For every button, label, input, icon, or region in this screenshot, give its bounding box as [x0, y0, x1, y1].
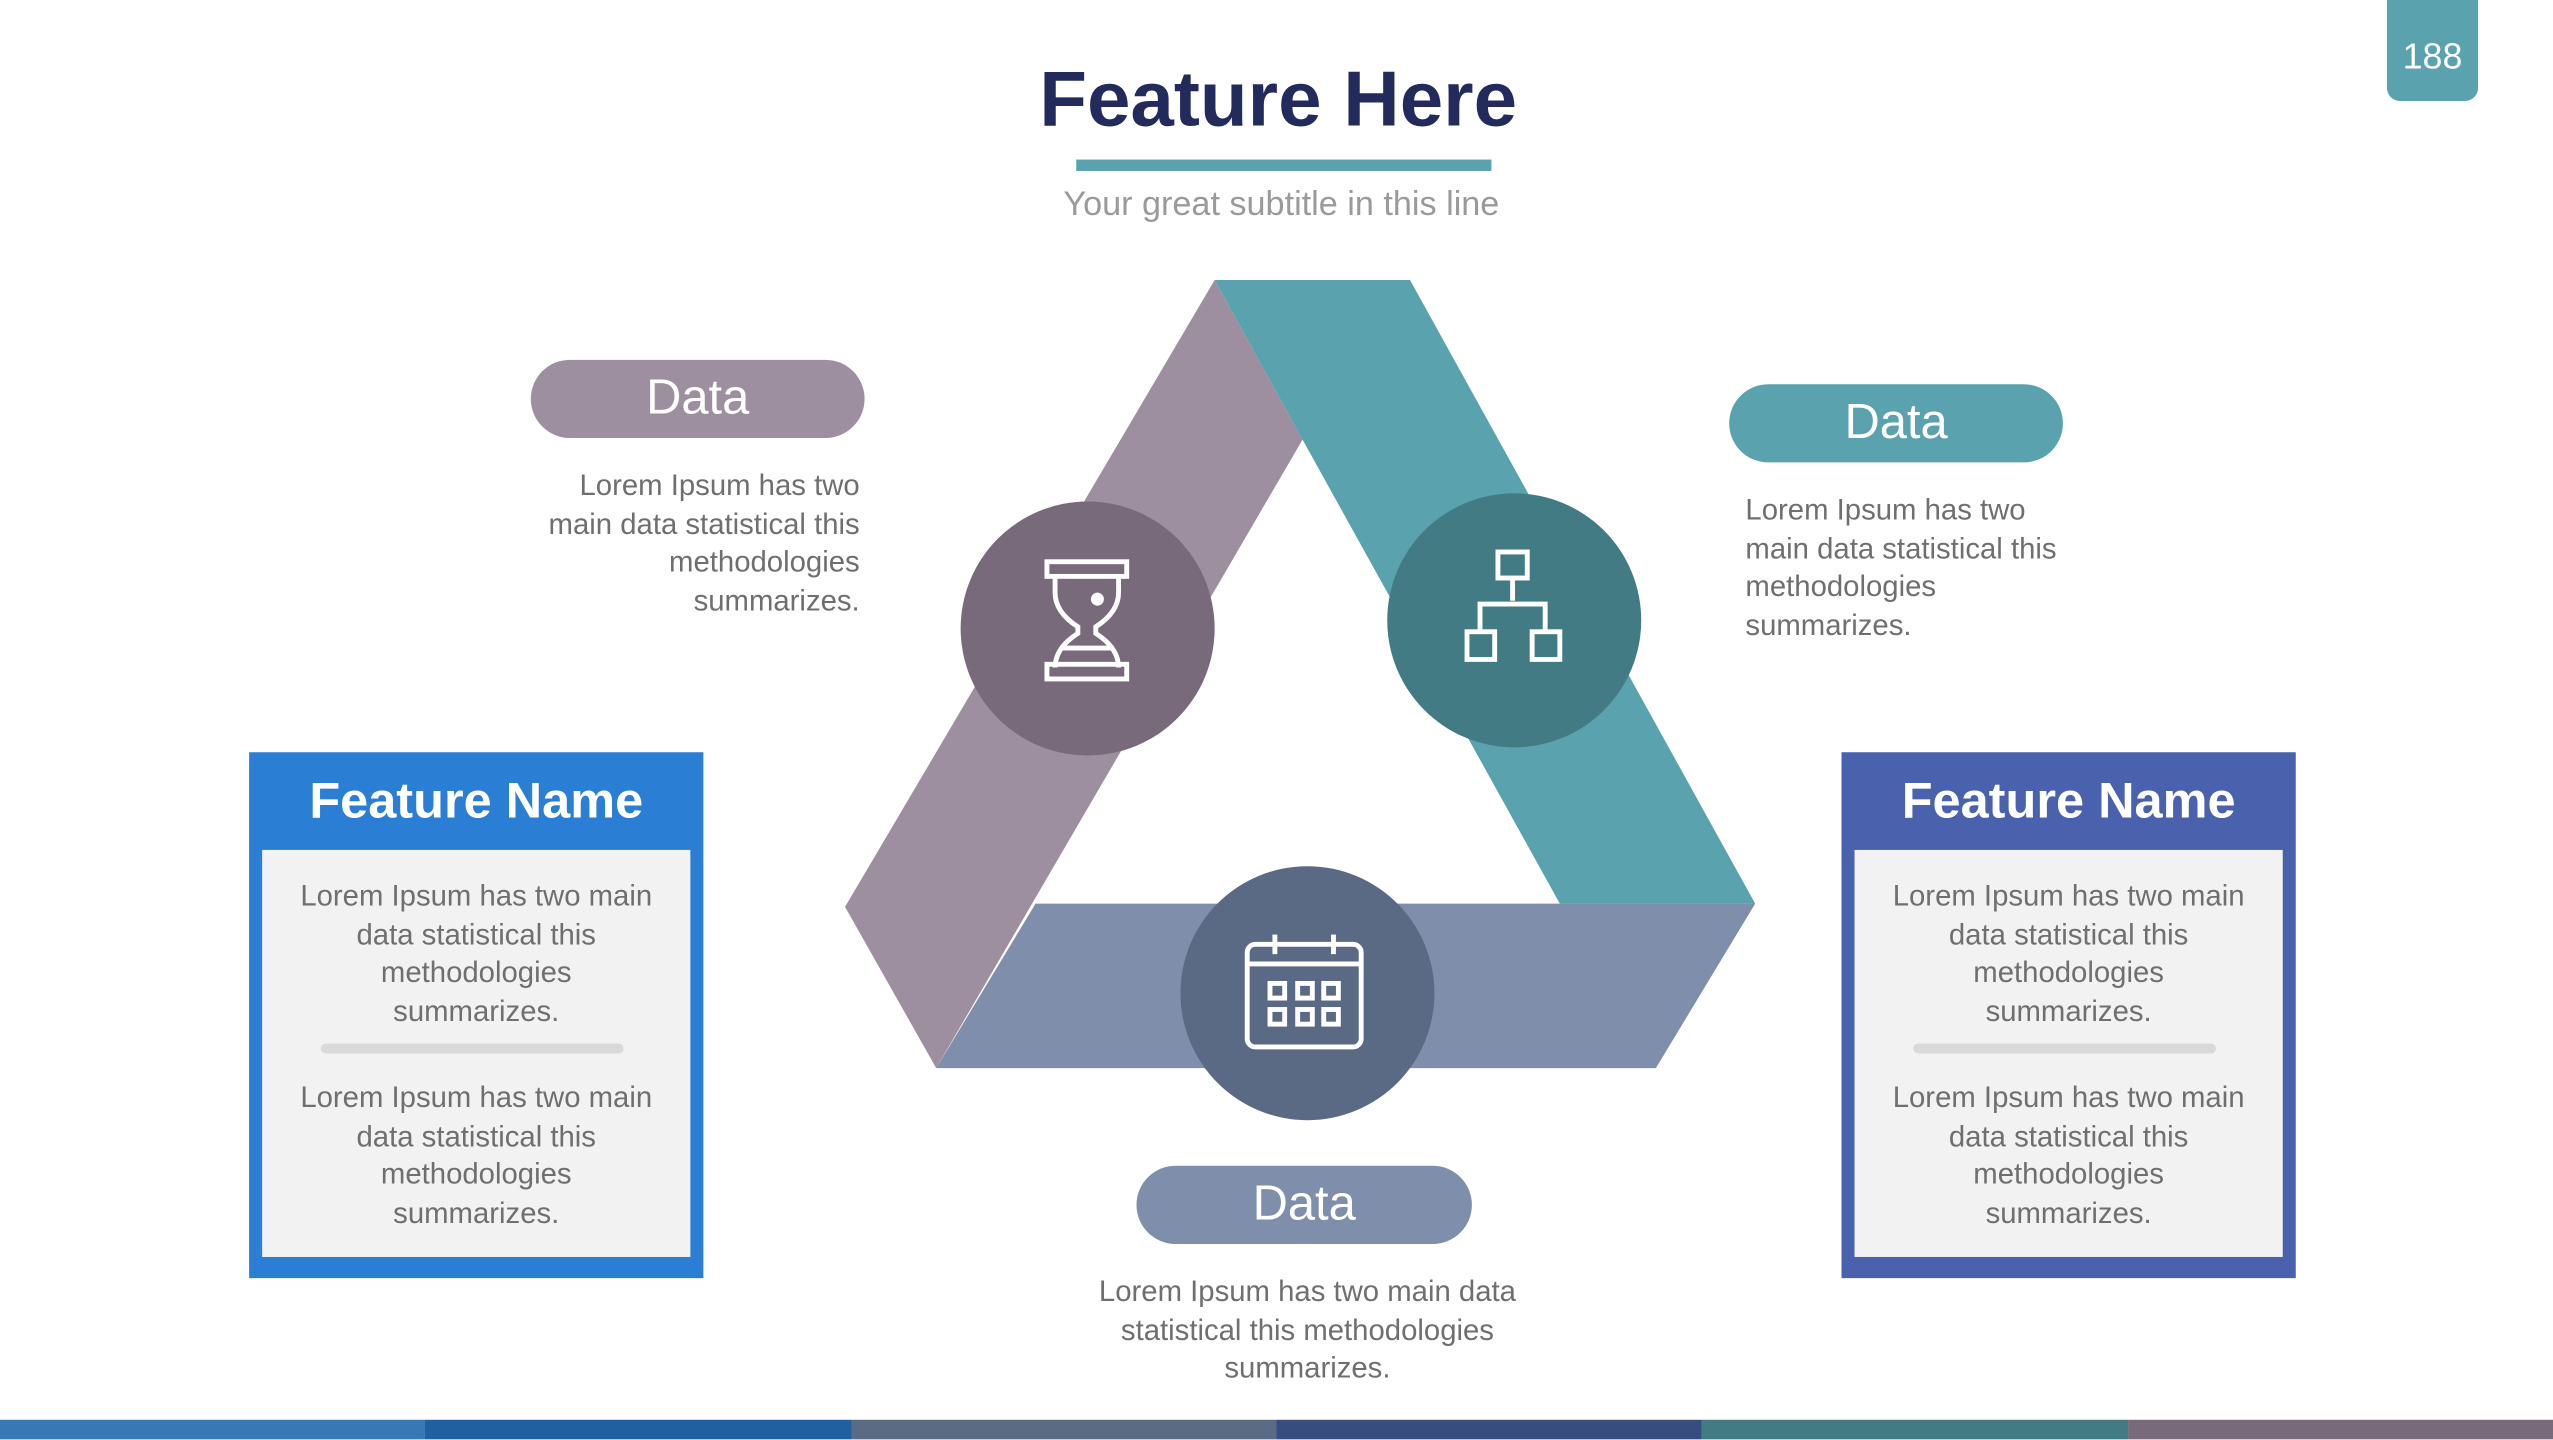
data-pill-bottom: Data [1136, 1165, 1472, 1244]
title-underline [1076, 159, 1492, 171]
data-description-bottom: Lorem Ipsum has two main data statistica… [1098, 1274, 1516, 1384]
divider [320, 1043, 624, 1054]
footer-color-strip [0, 1419, 2553, 1440]
footer-segment [425, 1419, 851, 1440]
page-subtitle: Your great subtitle in this line [1063, 185, 1500, 224]
footer-segment [850, 1419, 1277, 1440]
hourglass-icon [1044, 559, 1130, 682]
feature-text: Lorem Ipsum has two main data statistica… [300, 1081, 653, 1229]
page-title: Feature Here [1039, 56, 1518, 144]
footer-segment [2127, 1419, 2553, 1440]
footer-segment [1276, 1419, 1702, 1440]
calendar-circle [1180, 866, 1435, 1121]
footer-segment [1701, 1419, 2128, 1440]
feature-text: Lorem Ipsum has two main data statistica… [1892, 1081, 2245, 1229]
feature-box-right: Feature Name Lorem Ipsum has two main da… [1841, 752, 2296, 1279]
page-number-badge: 188 [2386, 0, 2479, 101]
hourglass-circle [960, 501, 1215, 756]
data-pill-right: Data [1729, 384, 2063, 463]
hierarchy-icon [1464, 549, 1563, 662]
hierarchy-circle [1387, 493, 1642, 748]
footer-segment [0, 1419, 426, 1440]
feature-text: Lorem Ipsum has two main data statistica… [1892, 879, 2245, 1027]
feature-title: Feature Name [1901, 771, 2236, 829]
feature-title: Feature Name [309, 771, 644, 829]
page-number: 188 [2402, 35, 2463, 77]
feature-box-left: Feature Name Lorem Ipsum has two main da… [249, 752, 704, 1279]
feature-text: Lorem Ipsum has two main data statistica… [300, 879, 653, 1027]
data-pill-left: Data [530, 359, 865, 438]
data-description-left: Lorem Ipsum has two main data statistica… [548, 468, 860, 617]
divider [1913, 1043, 2216, 1054]
calendar-icon [1244, 934, 1364, 1050]
data-description-right: Lorem Ipsum has two main data statistica… [1745, 493, 2057, 641]
